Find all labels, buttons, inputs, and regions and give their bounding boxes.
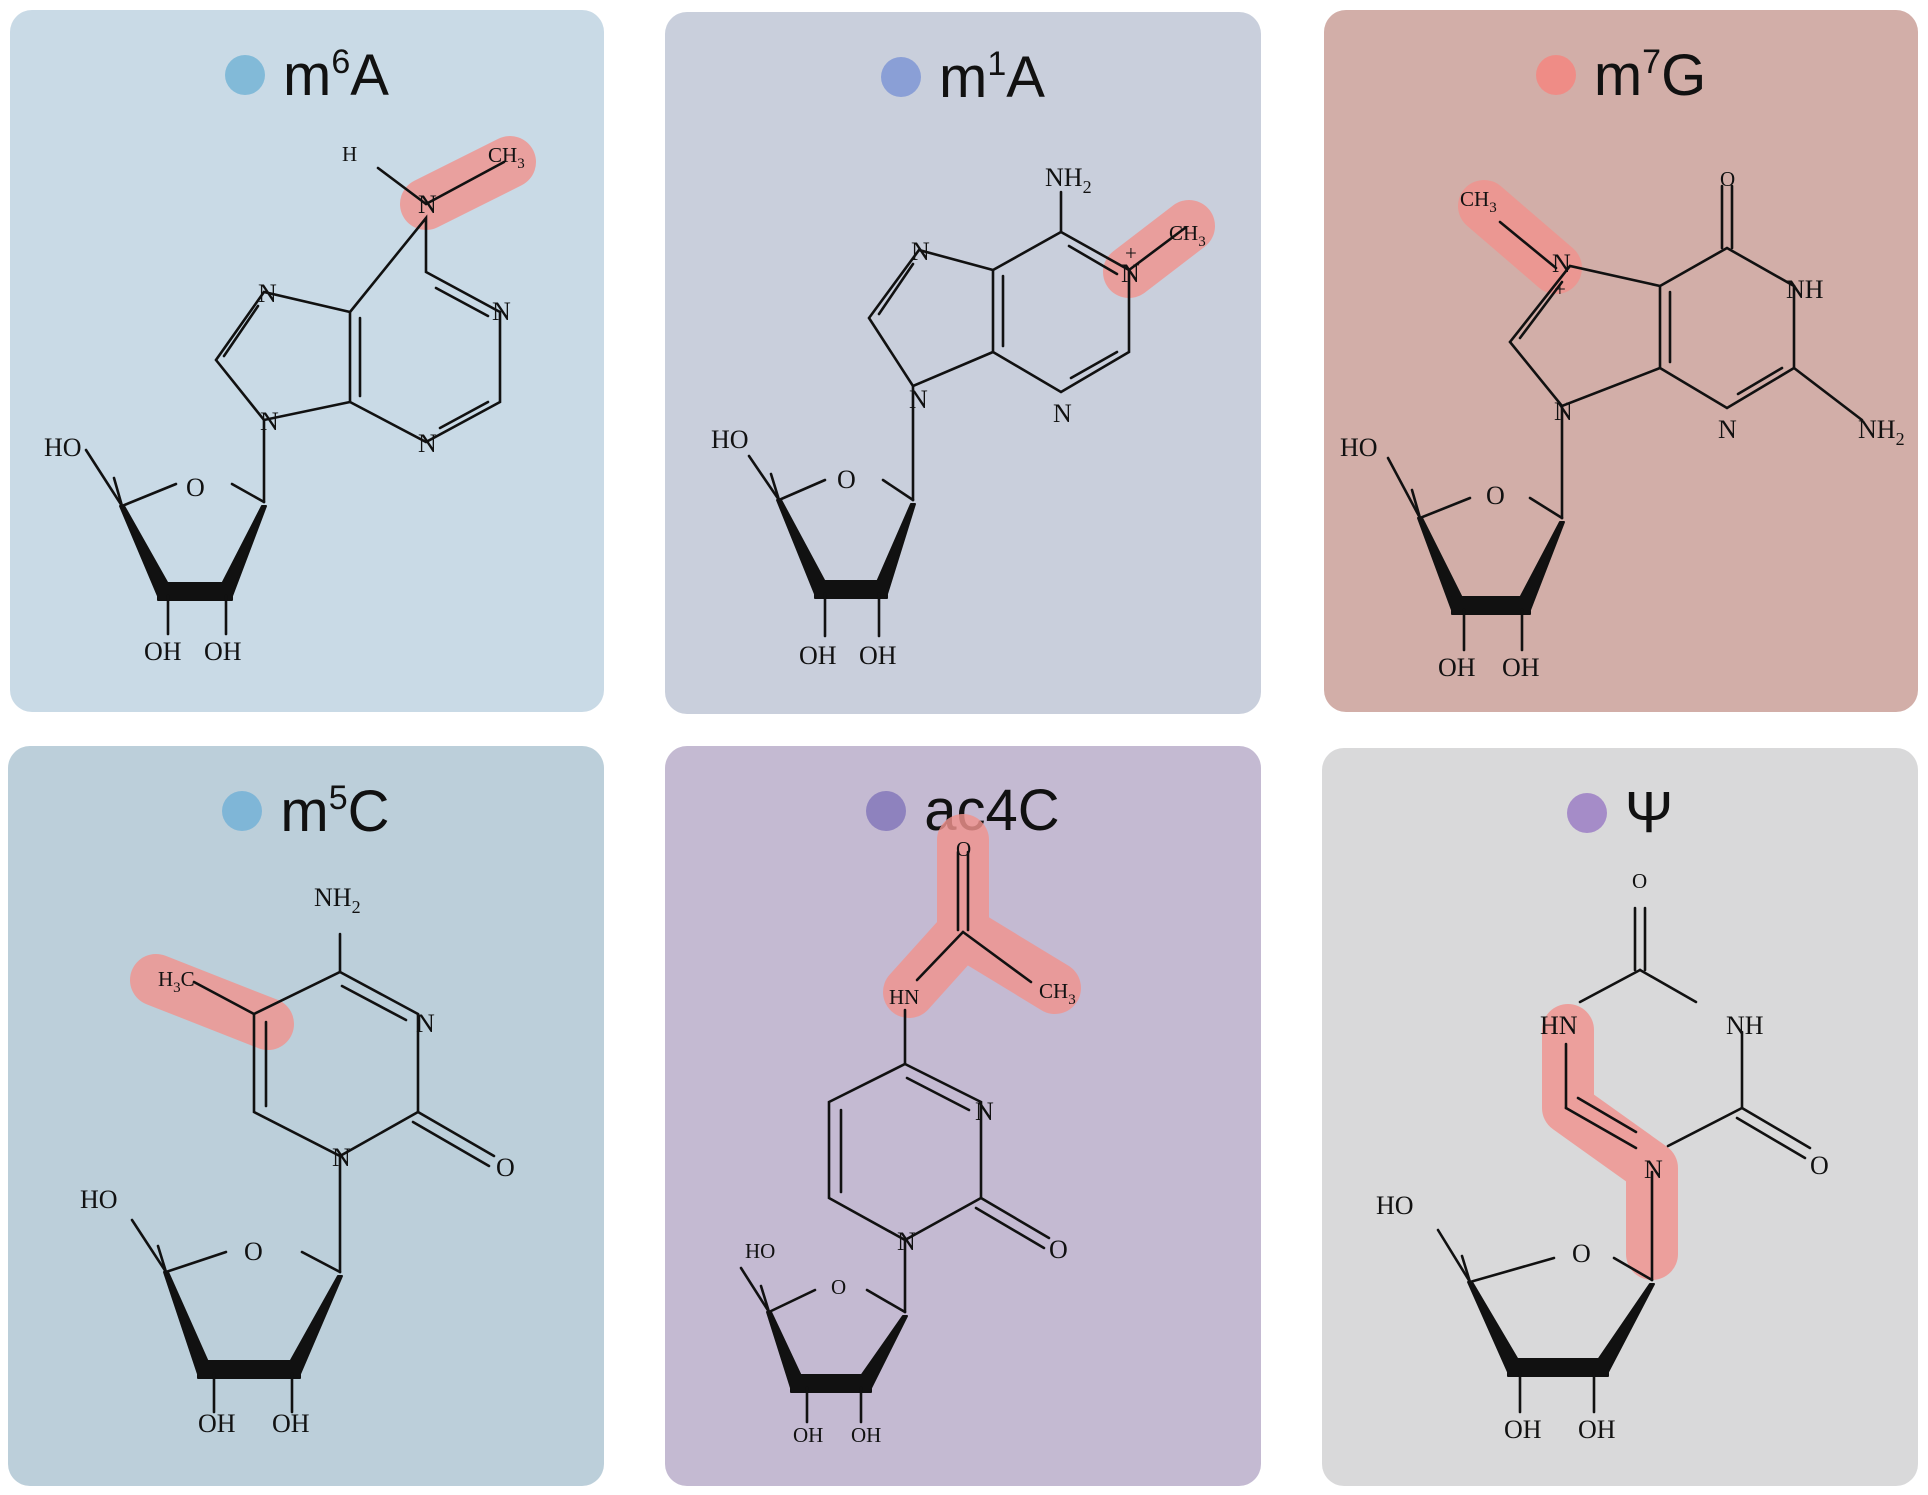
legend-dot	[1566, 793, 1607, 833]
charge-plus: +	[1554, 277, 1566, 301]
atom-oh2: OH	[198, 1409, 236, 1438]
bonds	[1436, 906, 1812, 1414]
atom-n6: N	[418, 190, 437, 219]
atom-n1: N	[492, 297, 511, 326]
atom-nh: NH	[1726, 1011, 1764, 1040]
atom-n1: N	[897, 1227, 916, 1256]
atom-ch3: CH3	[1169, 221, 1206, 250]
atom-o2: O	[1049, 1235, 1068, 1264]
atom-o-acyl: O	[956, 837, 971, 861]
atom-oh2: OH	[1438, 653, 1476, 682]
atom-hn: HN	[1540, 1011, 1578, 1040]
modification-name: Ψ	[1624, 780, 1674, 845]
atom-o4: O	[1632, 869, 1647, 893]
atom-o6: O	[1720, 167, 1735, 191]
atom-n: N	[1644, 1155, 1663, 1184]
legend-dot	[1535, 55, 1576, 95]
panel-m5c: m5C NH2 H3C N N O O HO OH OH	[8, 746, 604, 1486]
modification-name: m7G	[1593, 43, 1707, 108]
atom-n3: N	[416, 1009, 435, 1038]
atom-n3: N	[1053, 399, 1072, 428]
bonds	[1386, 184, 1864, 652]
atom-n9: N	[1554, 397, 1573, 426]
atom-n3: N	[418, 429, 437, 458]
panel-psi: Ψ O HN NH N O O	[1322, 748, 1918, 1486]
bonds	[747, 190, 1187, 638]
atom-ho: HO	[80, 1185, 118, 1214]
charge-plus: +	[1125, 241, 1137, 265]
atom-oh3: OH	[1502, 653, 1540, 682]
atom-oh2: OH	[1504, 1415, 1542, 1444]
bonds	[130, 932, 496, 1414]
panel-title: m1A	[665, 40, 1261, 114]
structure-m6a: N H CH3 N N N N O HO OH OH	[44, 136, 536, 666]
atom-oh3: OH	[272, 1409, 310, 1438]
atom-n9: N	[909, 385, 928, 414]
panel-m1a: m1A NH2 N + CH3 N N N O	[665, 12, 1261, 714]
atom-n7: N	[911, 237, 930, 266]
structure-ac4c: O HN CH3 N N O O HO OH OH	[739, 814, 1081, 1447]
atom-n3: N	[975, 1097, 994, 1126]
atom-ch3: CH3	[488, 143, 525, 172]
atom-ho: HO	[711, 425, 749, 454]
atom-o-ring: O	[831, 1275, 846, 1299]
atom-nh2: NH2	[1045, 163, 1092, 197]
atom-o2: O	[1810, 1151, 1829, 1180]
atom-oh3: OH	[1578, 1415, 1616, 1444]
highlight-methyl	[130, 954, 294, 1050]
highlight-glycosidic	[1542, 1004, 1678, 1280]
atom-ch3: CH3	[1039, 979, 1076, 1008]
structure-m5c: NH2 H3C N N O O HO OH OH	[80, 883, 515, 1438]
atom-ho: HO	[1340, 433, 1378, 462]
atom-o-ring: O	[1486, 481, 1505, 510]
atom-ho: HO	[44, 433, 82, 462]
legend-dot	[881, 57, 922, 97]
atom-n7: N	[258, 279, 277, 308]
atom-o-ring: O	[244, 1237, 263, 1266]
atom-oh3: OH	[204, 637, 242, 666]
atom-nh2: NH2	[314, 883, 361, 917]
legend-dot	[222, 791, 263, 831]
atom-o2: O	[496, 1153, 515, 1182]
atom-ch3: CH3	[1460, 187, 1497, 216]
atom-oh3: OH	[851, 1423, 881, 1447]
panel-title: Ψ	[1322, 776, 1918, 850]
atom-ho: HO	[1376, 1191, 1414, 1220]
atom-n9: N	[260, 407, 279, 436]
atom-oh2: OH	[144, 637, 182, 666]
atom-n1: N	[332, 1143, 351, 1172]
panel-title: m7G	[1324, 38, 1918, 112]
atom-oh3: OH	[859, 641, 897, 670]
highlight-acetyl	[883, 814, 1081, 1018]
modification-name: m5C	[280, 779, 390, 844]
panel-ac4c: ac4C O HN CH3 N N O	[665, 746, 1261, 1486]
panel-title: m6A	[10, 38, 604, 112]
panel-m6a: m6A N H CH3 N N N N O HO	[10, 10, 604, 712]
legend-dot	[225, 55, 266, 95]
atom-n1: N	[1121, 259, 1140, 288]
structure-m1a: NH2 N + CH3 N N N O HO OH OH	[711, 163, 1215, 670]
panel-m7g: m7G O CH3 N + NH N N	[1324, 10, 1918, 712]
atom-h: H	[342, 142, 357, 166]
atom-nh1: NH	[1786, 275, 1824, 304]
atom-n7: N	[1552, 249, 1571, 278]
modification-name: m1A	[939, 45, 1045, 110]
atom-hn: HN	[889, 985, 919, 1009]
panel-title: m5C	[8, 774, 604, 848]
atom-ho: HO	[745, 1239, 775, 1263]
atom-n3: N	[1718, 415, 1737, 444]
atom-oh2: OH	[799, 641, 837, 670]
atom-o-ring: O	[186, 473, 205, 502]
atom-nh2: NH2	[1858, 415, 1905, 449]
atom-oh2: OH	[793, 1423, 823, 1447]
structure-m7g: O CH3 N + NH N N NH2 O HO OH OH	[1340, 167, 1905, 682]
legend-dot	[866, 791, 907, 831]
modification-name: m6A	[283, 43, 389, 108]
structure-psi: O HN NH N O O HO OH OH	[1376, 869, 1829, 1444]
bonds	[84, 160, 506, 636]
atom-o-ring: O	[837, 465, 856, 494]
atom-o-ring: O	[1572, 1239, 1591, 1268]
atom-h3c: H3C	[158, 967, 195, 996]
bonds	[739, 850, 1051, 1424]
